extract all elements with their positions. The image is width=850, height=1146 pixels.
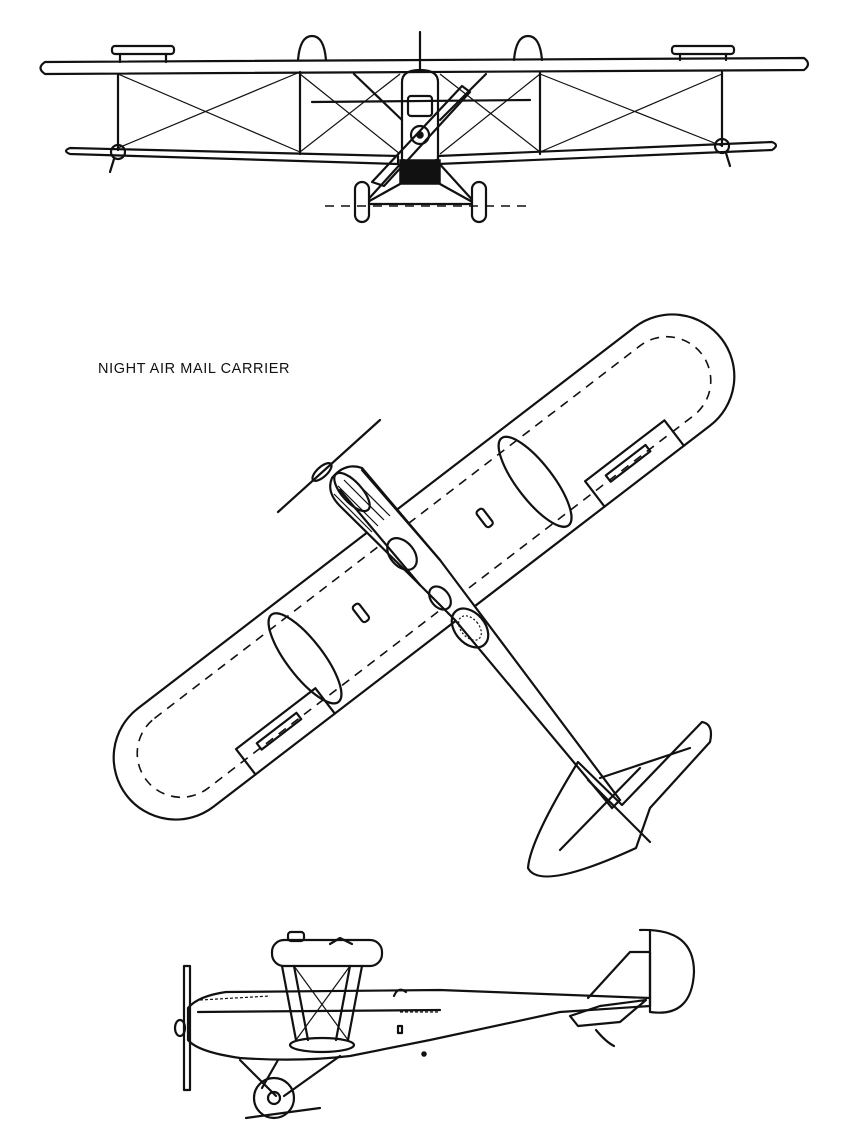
propeller-hub — [409, 124, 431, 146]
radiator — [399, 159, 441, 185]
pilot-cockpit — [450, 607, 490, 649]
propeller-side — [182, 964, 192, 1092]
horizontal-stabilizer — [526, 720, 713, 878]
front-cockpit — [386, 537, 418, 571]
diagram-caption: NIGHT AIR MAIL CARRIER — [98, 361, 291, 377]
windscreen — [428, 585, 452, 611]
top-view — [112, 313, 736, 878]
ground-line-side — [244, 1106, 322, 1120]
upper-wing — [39, 56, 810, 76]
wheel-left — [353, 180, 371, 224]
side-view — [173, 928, 696, 1120]
upper-wing-fairing-left — [110, 44, 176, 56]
fuselage-top — [329, 465, 622, 810]
front-view — [39, 30, 810, 224]
propeller-blade-diagonal — [370, 84, 472, 188]
wheel-side — [252, 1076, 296, 1120]
upper-wing-side — [270, 938, 384, 968]
vertical-fin — [586, 950, 652, 1000]
upper-wing-fairing-right — [670, 44, 736, 56]
dome-left — [296, 34, 328, 62]
dome-right — [512, 34, 544, 62]
lower-wing — [64, 146, 400, 166]
wheel-right — [470, 180, 488, 224]
rudder-line — [586, 778, 652, 844]
rudder — [638, 928, 696, 1014]
lower-wing-side — [288, 1036, 356, 1054]
propeller-top-view — [276, 418, 382, 514]
fuselage-side — [186, 988, 652, 1061]
